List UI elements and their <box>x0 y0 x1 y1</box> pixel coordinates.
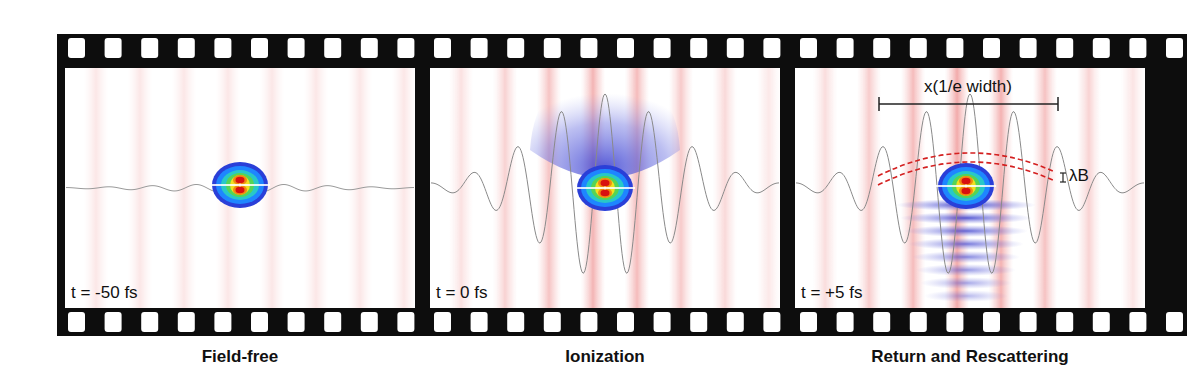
frame-caption: Field-free <box>45 347 435 367</box>
time-label: t = 0 fs <box>436 283 488 303</box>
scale-label: x(1/e width) <box>924 77 1012 97</box>
film-frame: t = +5 fsReturn and Rescattering <box>795 68 1145 308</box>
frame-caption: Ionization <box>410 347 800 367</box>
frame-caption: Return and Rescattering <box>775 347 1165 367</box>
wavelength-label: λB <box>1069 166 1089 186</box>
time-label: t = +5 fs <box>801 283 862 303</box>
time-label: t = -50 fs <box>71 283 138 303</box>
film-frame: t = -50 fsField-free <box>65 68 415 308</box>
film-frame: t = 0 fsIonization <box>430 68 780 308</box>
